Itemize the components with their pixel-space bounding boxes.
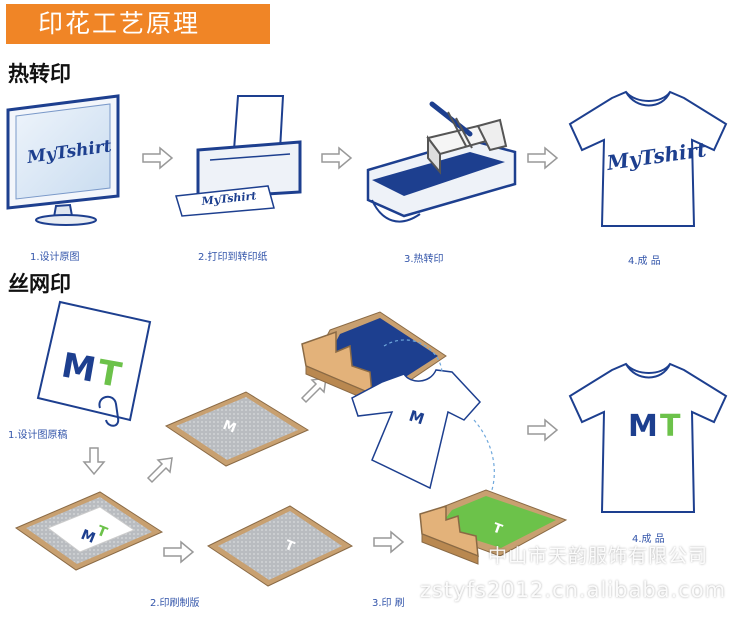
stencil-frame-m: M bbox=[164, 391, 310, 467]
arrow-right-icon bbox=[527, 418, 559, 442]
design-sheet-icon: M T bbox=[36, 300, 152, 427]
title-banner: 印花工艺原理 bbox=[6, 4, 270, 44]
arrow-up-right-icon bbox=[146, 457, 173, 484]
screen-step-2-label: 2.印刷制版 bbox=[150, 598, 200, 609]
screen-step-3-label: 3.印 刷 bbox=[372, 598, 405, 609]
arrow-up-right-icon bbox=[300, 377, 327, 404]
printing-frame-blue bbox=[301, 311, 447, 403]
transfer-paper-logo: MyTshirt bbox=[200, 189, 257, 208]
frame-letter-m: M bbox=[79, 527, 98, 547]
heat-step-4-label: 4.成 品 bbox=[628, 256, 661, 267]
heat-step-3-label: 3.热转印 bbox=[404, 254, 444, 265]
design-letter-m: M bbox=[58, 345, 98, 390]
url-watermark: zstyfs2012.cn.alibaba.com bbox=[420, 578, 727, 602]
arrow-right-icon bbox=[527, 146, 559, 170]
printing-frame-green: T bbox=[419, 489, 568, 565]
heat-step-1-label: 1.设计原图 bbox=[30, 252, 80, 263]
arrow-down-icon bbox=[82, 447, 106, 476]
arrow-right-icon bbox=[163, 540, 195, 564]
tshirt-result-icon: M T bbox=[568, 362, 728, 513]
heat-transfer-title: 热转印 bbox=[8, 62, 71, 86]
tshirt-being-printed: M bbox=[351, 369, 482, 490]
heat-press-icon bbox=[366, 101, 517, 223]
arrow-right-icon bbox=[321, 146, 353, 170]
heat-step-2-label: 2.打印到转印纸 bbox=[198, 252, 268, 263]
screen-step-1-label: 1.设计图原稿 bbox=[8, 430, 68, 441]
screen-print-title: 丝网印 bbox=[8, 272, 71, 296]
tshirt-icon: MyTshirt bbox=[568, 90, 728, 227]
stencil-frame-t: T bbox=[206, 505, 354, 587]
shirt-print-letter-m: M bbox=[407, 407, 427, 429]
stencil-letter-m: M bbox=[221, 418, 239, 437]
banner-title: 印花工艺原理 bbox=[38, 9, 201, 38]
stencil-frame-original: M T bbox=[14, 491, 164, 571]
printer-icon: MyTshirt bbox=[175, 95, 302, 217]
result-letter-t: T bbox=[660, 409, 681, 444]
arrow-right-icon bbox=[142, 146, 174, 170]
result-letter-m: M bbox=[628, 409, 658, 444]
arrow-right-icon bbox=[373, 530, 405, 554]
monitor-icon: MyTshirt bbox=[6, 94, 120, 226]
company-watermark: 中山市天韵服饰有限公司 bbox=[488, 545, 709, 567]
screen-step-4-label: 4.成 品 bbox=[632, 534, 665, 545]
